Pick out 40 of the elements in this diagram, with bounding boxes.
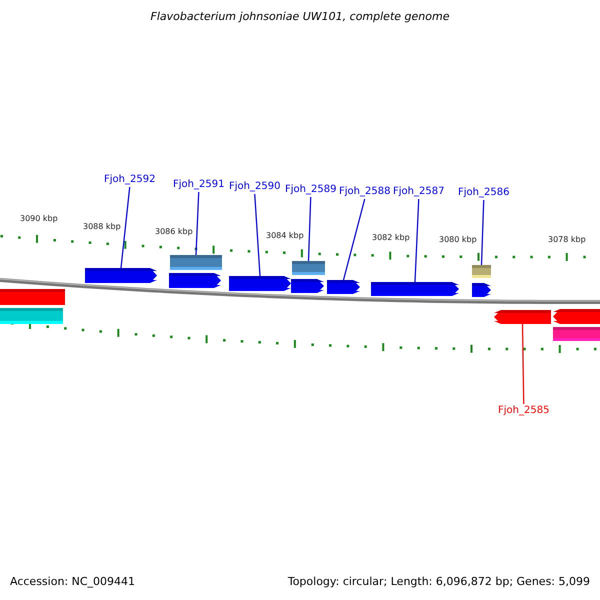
gene-feature [85,268,157,283]
scale-label: 3088 kbp [83,222,121,232]
feature-bar [472,265,491,278]
gene-label: Fjoh_2589 [285,184,336,196]
leader-line [308,196,312,262]
scale-label: 3082 kbp [372,233,410,243]
gene-label: Fjoh_2590 [229,181,280,193]
gene-feature [327,280,360,294]
leader-line [414,198,420,282]
leader-line [195,192,200,256]
leader-line [342,198,366,280]
scale-label: 3084 kbp [266,231,304,241]
gene-feature [494,310,551,324]
leader-line [522,324,524,404]
gene-label: Fjoh_2592 [104,174,156,186]
scale-label: 3078 kbp [548,235,586,245]
gene-label: Fjoh_2585 [498,405,550,417]
feature-bar [0,308,63,324]
gene-feature [553,309,600,324]
leader-line [120,186,130,268]
genome-info-text: Topology: circular; Length: 6,096,872 bp; Genes: 5,099 [288,575,590,588]
gene-label: Fjoh_2587 [393,186,444,198]
feature-bar [0,289,65,305]
feature-bar [292,261,325,275]
scale-label: 3086 kbp [155,227,193,237]
scale-label: 3080 kbp [439,235,477,245]
feature-bar [553,327,600,341]
accession-text: Accession: NC_009441 [10,575,136,588]
gene-label: Fjoh_2586 [458,187,510,199]
gene-feature [291,279,324,293]
gene-feature [169,273,221,288]
gene-feature [371,282,459,296]
leader-line [254,194,261,276]
gene-label: Fjoh_2588 [339,186,390,198]
chart-title: Flavobacterium johnsoniae UW101, complete genome [150,10,450,24]
gene-label: Fjoh_2591 [173,179,224,191]
feature-bar [170,255,222,270]
gene-feature [472,283,491,297]
scale-label: 3090 kbp [20,214,58,224]
leader-line [480,200,484,266]
